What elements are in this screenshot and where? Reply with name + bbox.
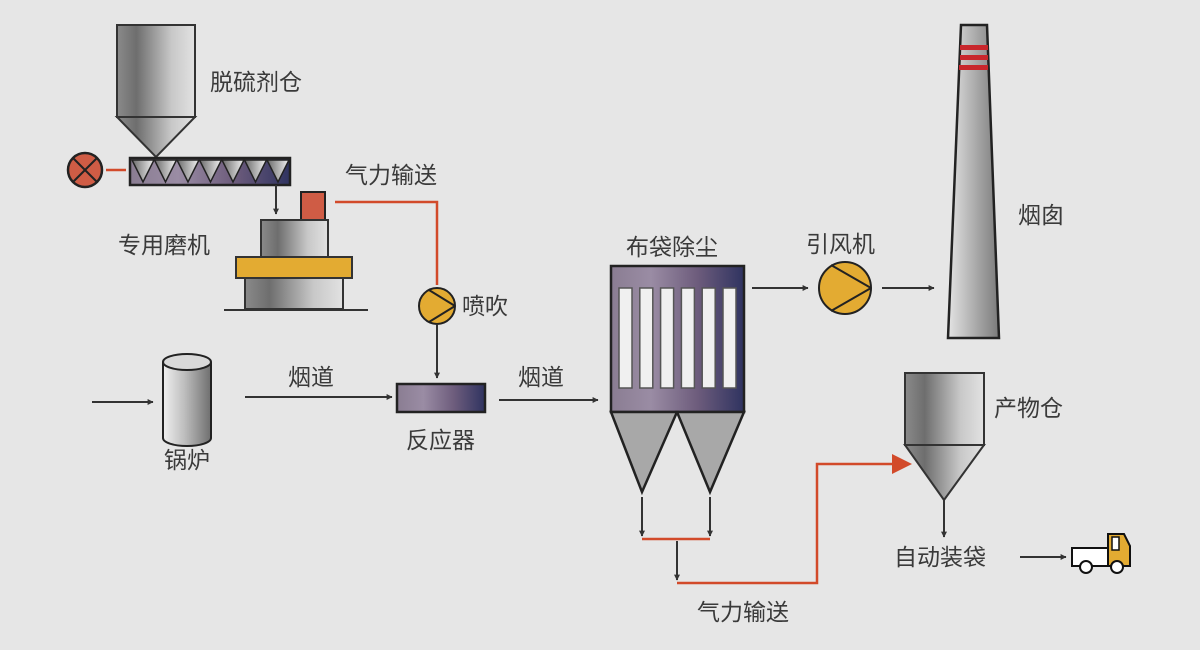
screw-flight [175, 159, 201, 184]
truck-icon [1071, 533, 1131, 574]
filter-bag [639, 287, 654, 389]
screw-flight [243, 159, 268, 184]
reactor [395, 382, 487, 414]
pneumatic-conveying-top-line [335, 200, 439, 285]
flue-1-label: 烟道 [288, 365, 334, 391]
injection-label: 喷吹 [462, 294, 508, 320]
rotary-valve-icon[interactable] [66, 151, 104, 189]
special-mill-label: 专用磨机 [118, 233, 210, 259]
chimney [946, 23, 1001, 340]
injection-fan-icon[interactable] [418, 287, 456, 325]
special-mill [224, 191, 368, 311]
flue-2-label: 烟道 [518, 365, 564, 391]
screw-flight [220, 159, 246, 184]
product-silo [903, 372, 986, 502]
pneumatic-conveying-top-label: 气力输送 [345, 163, 437, 189]
pneumatic-conveying-bottom-line [677, 462, 900, 585]
desulfurizer-silo-label: 脱硫剂仓 [210, 70, 302, 96]
pneumatic-arrowhead [892, 454, 912, 474]
filter-bag [659, 287, 675, 389]
reactor-label: 反应器 [406, 428, 475, 454]
product-silo-label: 产物仓 [994, 396, 1063, 422]
filter-bag [680, 287, 696, 389]
auto-bagging-label: 自动装袋 [894, 545, 986, 571]
screw-flight [198, 159, 223, 184]
filter-bag [701, 287, 716, 389]
boiler-label: 锅炉 [164, 448, 210, 474]
chimney-label: 烟囱 [1018, 203, 1064, 229]
induced-fan-icon[interactable] [818, 261, 872, 315]
boiler [162, 353, 212, 447]
screw-flight [130, 159, 156, 184]
filter-bag [722, 287, 737, 389]
screw-flight [153, 159, 178, 184]
filter-bag [618, 287, 633, 389]
induced-fan-label: 引风机 [806, 232, 875, 258]
baghouse-label: 布袋除尘 [626, 235, 718, 261]
screw-flight [265, 159, 291, 184]
screw-conveyor [128, 156, 292, 187]
pneumatic-conveying-bottom-label: 气力输送 [697, 600, 789, 626]
baghouse [609, 264, 746, 496]
desulfurizer-silo [114, 24, 198, 159]
